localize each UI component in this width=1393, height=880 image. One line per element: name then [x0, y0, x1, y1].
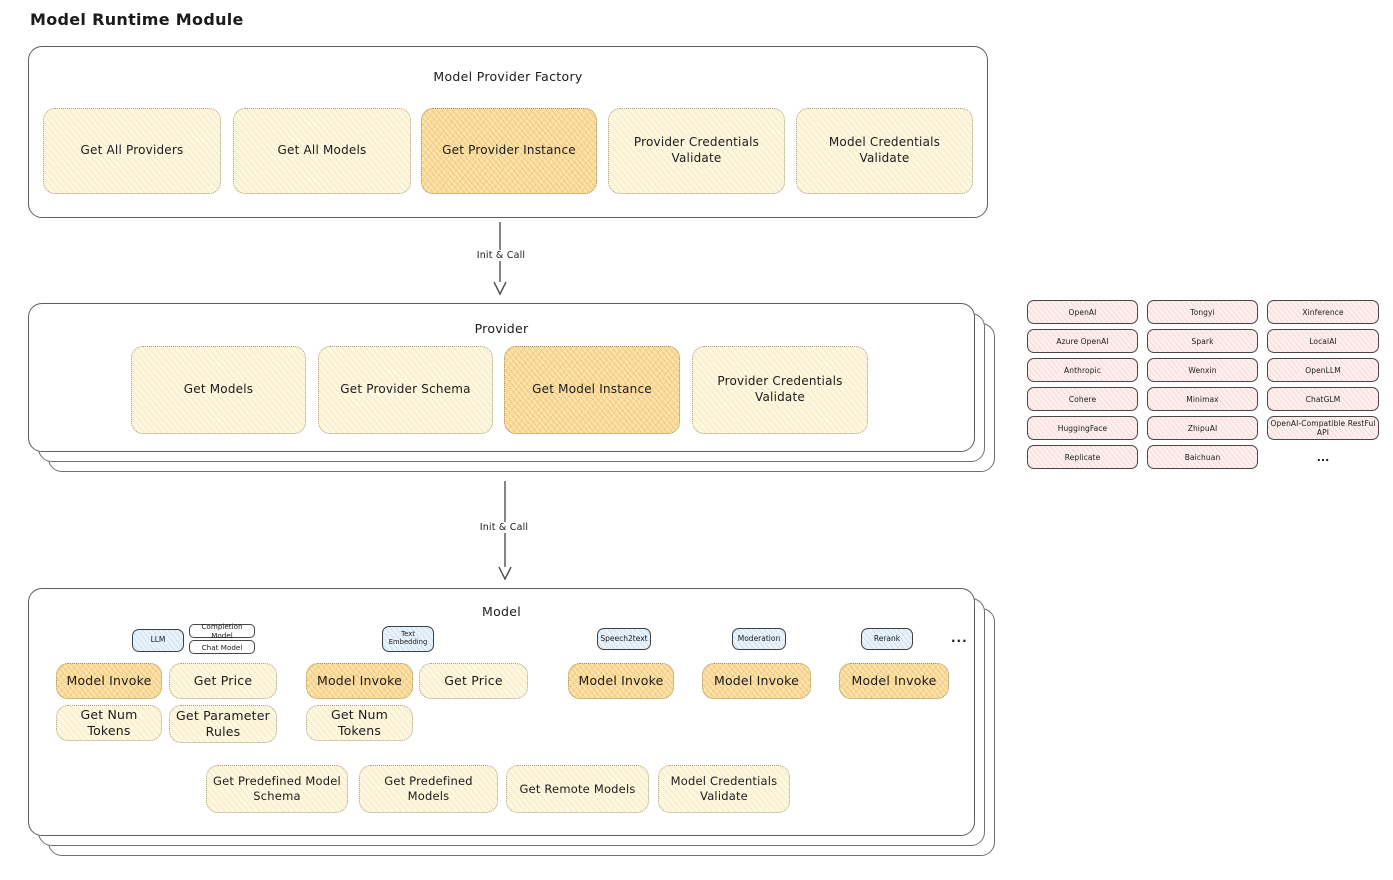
provider-card-openllm: OpenLLM: [1267, 357, 1379, 383]
tab-text-embedding: Text Embedding: [382, 626, 434, 652]
tab-rerank: Rerank: [861, 628, 913, 650]
embedding-model-invoke-button: Model Invoke: [306, 663, 413, 699]
factory-button-get-all-models: Get All Models: [233, 108, 411, 194]
speech2text-model-invoke-button: Model Invoke: [568, 663, 674, 699]
tab-moderation: Moderation: [732, 628, 786, 650]
tab-chat-model: Chat Model: [189, 640, 255, 654]
factory-button-get-all-providers: Get All Providers: [43, 108, 221, 194]
provider-card-openai-compatible: OpenAI-Compatible RestFul API: [1267, 415, 1379, 441]
embedding-get-price-button: Get Price: [419, 663, 528, 699]
llm-model-invoke-button: Model Invoke: [56, 663, 162, 699]
llm-get-parameter-rules-button: Get Parameter Rules: [169, 705, 277, 743]
model-box: Model LLM Completion Model Chat Model Te…: [28, 588, 995, 856]
provider-card-spark: Spark: [1147, 328, 1258, 354]
provider-implementations-grid: OpenAI Tongyi Xinference Azure OpenAI Sp…: [1027, 300, 1379, 470]
factory-box: Model Provider Factory Get All Providers…: [28, 46, 988, 218]
get-remote-models-button: Get Remote Models: [506, 765, 649, 813]
model-title: Model: [481, 604, 522, 619]
tab-speech2text: Speech2text: [597, 628, 651, 650]
init-call-label-bottom: Init & Call: [461, 522, 547, 533]
provider-card-baichuan: Baichuan: [1147, 444, 1258, 470]
llm-get-num-tokens-button: Get Num Tokens: [56, 705, 162, 741]
provider-card-huggingface: HuggingFace: [1027, 415, 1138, 441]
factory-button-model-credentials-validate: Model Credentials Validate: [796, 108, 973, 194]
rerank-model-invoke-button: Model Invoke: [839, 663, 949, 699]
provider-card-wenxin: Wenxin: [1147, 357, 1258, 383]
provider-button-get-models: Get Models: [131, 346, 306, 434]
model-card: Model LLM Completion Model Chat Model Te…: [28, 588, 975, 836]
model-credentials-validate-button: Model Credentials Validate: [658, 765, 790, 813]
factory-button-provider-credentials-validate: Provider Credentials Validate: [608, 108, 785, 194]
provider-card-anthropic: Anthropic: [1027, 357, 1138, 383]
provider-card-chatglm: ChatGLM: [1267, 386, 1379, 412]
provider-card-zhipuai: ZhipuAI: [1147, 415, 1258, 441]
tab-llm: LLM: [132, 629, 184, 652]
tab-completion-model: Completion Model: [189, 622, 255, 640]
provider-button-get-provider-schema: Get Provider Schema: [318, 346, 493, 434]
provider-box: Provider Get Models Get Provider Schema …: [28, 303, 995, 472]
provider-card-tongyi: Tongyi: [1147, 300, 1258, 325]
provider-title: Provider: [474, 321, 529, 336]
provider-card-minimax: Minimax: [1147, 386, 1258, 412]
provider-button-get-model-instance: Get Model Instance: [504, 346, 680, 434]
provider-card-azure-openai: Azure OpenAI: [1027, 328, 1138, 354]
factory-title: Model Provider Factory: [433, 69, 583, 84]
model-tabs-ellipsis: ...: [951, 631, 968, 645]
embedding-get-num-tokens-button: Get Num Tokens: [306, 705, 413, 741]
provider-card: Provider Get Models Get Provider Schema …: [28, 303, 975, 452]
provider-card-openai: OpenAI: [1027, 300, 1138, 325]
moderation-model-invoke-button: Model Invoke: [702, 663, 811, 699]
provider-more-ellipsis: ...: [1316, 450, 1330, 464]
provider-card-localai: LocalAI: [1267, 328, 1379, 354]
get-predefined-models-button: Get Predefined Models: [359, 765, 498, 813]
factory-button-get-provider-instance: Get Provider Instance: [421, 108, 597, 194]
provider-card-xinference: Xinference: [1267, 300, 1379, 325]
provider-card-cohere: Cohere: [1027, 386, 1138, 412]
init-call-label-top: Init & Call: [458, 250, 544, 261]
get-predefined-model-schema-button: Get Predefined Model Schema: [206, 765, 348, 813]
provider-button-provider-credentials-validate: Provider Credentials Validate: [692, 346, 868, 434]
diagram-title: Model Runtime Module: [30, 10, 244, 29]
llm-get-price-button: Get Price: [169, 663, 277, 699]
provider-card-replicate: Replicate: [1027, 444, 1138, 470]
